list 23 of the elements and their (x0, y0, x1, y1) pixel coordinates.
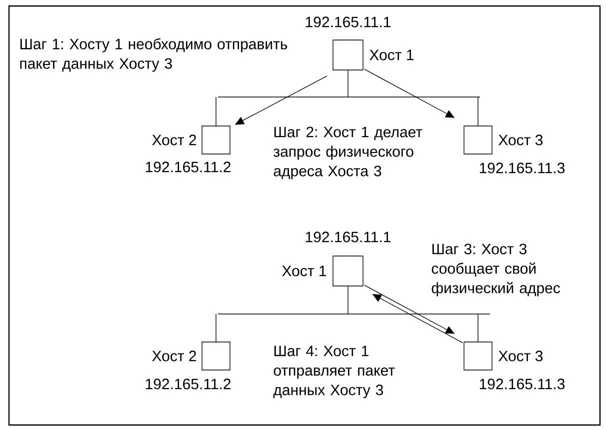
host-box (202, 126, 230, 154)
host-box (464, 342, 492, 370)
step-note: Шаг 2: Хост 1 делает запрос физического адреса Хоста 3 (274, 126, 422, 180)
host-label: 192.165.11.1 (306, 16, 390, 28)
step-note: Шаг 4: Хост 1 отправляет пакет данных Хосту 3 (273, 346, 395, 398)
step-note: Шаг 1: Хосту 1 необходимо отправить пакет данных Хосту 3 (20, 38, 288, 72)
host-label: Хост 3 (498, 134, 543, 146)
host-box (332, 256, 364, 286)
host-label: Хост 1 (282, 266, 326, 276)
host-label: Хост 2 (152, 350, 196, 362)
host-label: 192.165.11.2 (146, 162, 230, 172)
host-label: 192.165.11.2 (146, 378, 230, 390)
host-box (464, 126, 492, 154)
step-note: Шаг 3: Хост 3 сообщает свой физический адрес (432, 244, 560, 296)
host-label: Хост 1 (370, 50, 414, 60)
host-label: 192.165.11.3 (480, 378, 565, 390)
host-label: Хост 2 (152, 134, 196, 146)
network-bus-line (218, 96, 480, 98)
host-label: 192.165.11.1 (306, 232, 390, 242)
host-box (332, 40, 364, 70)
host-label: Хост 3 (498, 350, 543, 362)
host-box (202, 342, 230, 370)
host-label: 192.165.11.3 (480, 162, 565, 174)
